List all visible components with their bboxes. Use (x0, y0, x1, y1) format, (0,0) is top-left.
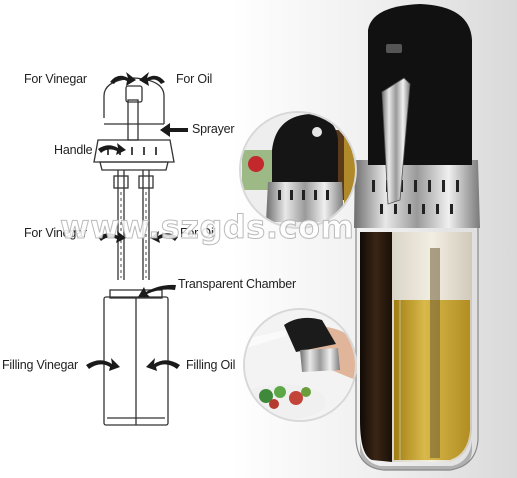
label-handle: Handle (54, 143, 93, 157)
bottle-photo (354, 4, 480, 471)
inset-sprayer-closeup (239, 111, 357, 229)
label-transparent-chamber: Transparent Chamber (178, 277, 297, 291)
label-filling-vinegar: Filling Vinegar (2, 358, 78, 372)
label-filling-oil: Filling Oil (186, 358, 236, 372)
sprayer-handle (381, 77, 411, 205)
label-sprayer: Sprayer (192, 122, 235, 136)
diagram-arrows (86, 72, 188, 371)
label-for-oil-top: For Oil (176, 72, 213, 86)
watermark-text: www.szgds.com (59, 208, 355, 247)
label-for-vinegar-mid: For Vinegar (24, 226, 87, 240)
label-for-vinegar-top: For Vinegar (24, 72, 87, 86)
chrome-collar (354, 160, 480, 228)
label-for-oil-mid: For Oil (180, 226, 217, 240)
vinegar-chamber (360, 232, 392, 462)
sprayer-cap (368, 4, 472, 165)
inset-spraying-salad (243, 308, 357, 422)
